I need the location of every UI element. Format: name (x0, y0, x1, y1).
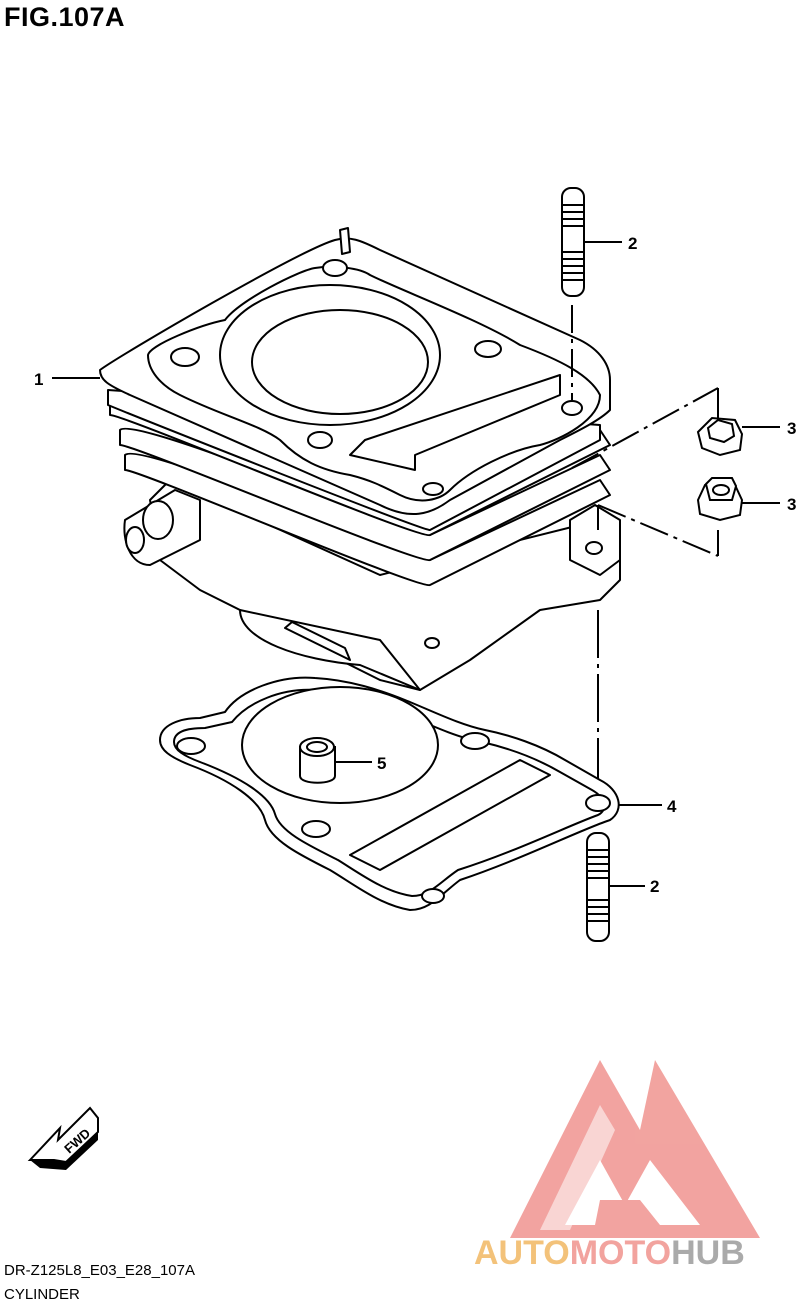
cap-nut-lower[interactable] (696, 477, 744, 522)
callout-5: 5 (377, 754, 386, 773)
figure-title: FIG.107A (4, 2, 126, 32)
callout-1: 1 (34, 370, 43, 389)
cylinder-part[interactable] (99, 227, 621, 691)
leader-lines (52, 241, 780, 887)
dowel-pin[interactable] (299, 737, 336, 784)
watermark-text: AUTOMOTOHUB (474, 1234, 745, 1272)
watermark-part1: AUTO (474, 1234, 570, 1272)
callout-2-lower: 2 (650, 877, 659, 896)
callout-4: 4 (667, 797, 677, 816)
cap-nut-upper[interactable] (696, 416, 744, 457)
part-code: DR-Z125L8_E03_E28_107A (4, 1262, 195, 1279)
automotohub-logo-icon (510, 1060, 760, 1238)
stud-bolt-lower[interactable] (586, 832, 610, 942)
stud-bolt-upper[interactable] (561, 187, 585, 297)
callout-2-upper: 2 (628, 234, 637, 253)
cylinder-base-gasket[interactable] (159, 676, 620, 911)
watermark-part3: HUB (671, 1234, 745, 1272)
fwd-arrow-icon: FWD (27, 1106, 99, 1170)
part-name: CYLINDER (4, 1286, 80, 1303)
watermark-part2: MOTO (570, 1234, 671, 1272)
callout-3-upper: 3 (787, 419, 796, 438)
callout-3-lower: 3 (787, 495, 796, 514)
